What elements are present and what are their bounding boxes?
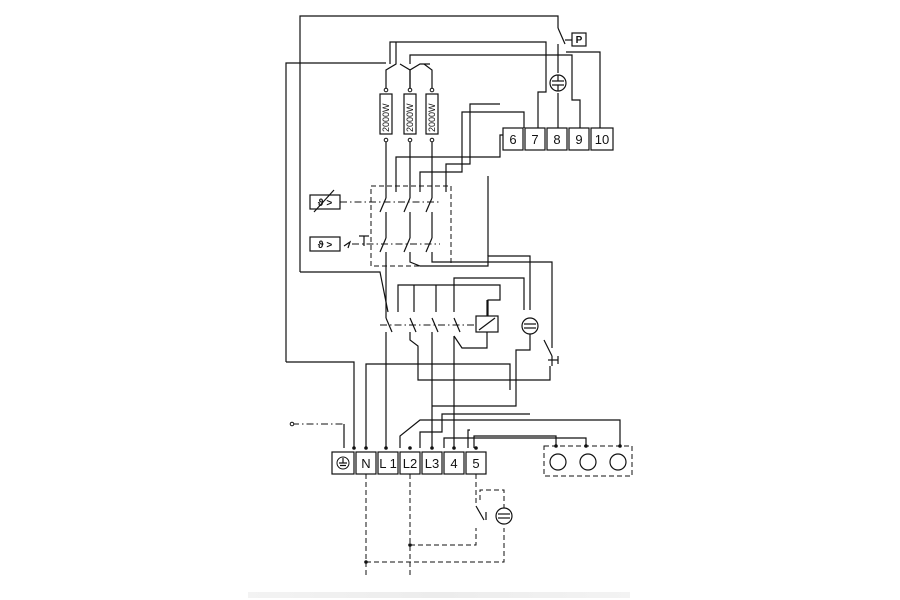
pressure-switch: P [571,32,587,47]
heater-top-wires [385,42,433,88]
thermostat: ϑ > [309,189,440,232]
main-terminal-4: 4 [450,456,457,471]
limiter-symbol: ϑ > [318,240,333,251]
heater-3-label: 2000W [427,103,437,132]
heater-bottom-wires [385,103,525,192]
thermostat-frame [370,185,452,267]
main-terminal-block: N L 1 L2 L3 4 5 [331,446,487,475]
external-wiring [364,474,513,578]
output-group [543,444,633,477]
heater-3: 2000W [425,87,439,143]
upper-terminal-10: 10 [595,132,609,147]
right-switch [543,339,559,366]
lower-wiring [286,361,621,448]
main-terminal-n: N [361,456,370,471]
earth-icon [336,456,350,470]
thermostat-symbol: ϑ > [318,198,333,209]
heater-2-label: 2000W [405,103,415,132]
upper-terminal-8: 8 [553,132,560,147]
heater-2: 2000W [403,87,417,143]
upper-terminal-7: 7 [531,132,538,147]
indicator-lamp-top [549,74,567,92]
heater-1: 2000W [379,87,393,143]
upper-terminal-6: 6 [509,132,516,147]
pressure-switch-label: P [576,35,583,46]
upper-terminal-block: 6 7 8 9 10 [502,127,614,151]
limiter: ϑ > [309,232,553,348]
main-terminal-l1: L 1 [379,456,397,471]
contactor [380,300,551,430]
main-terminal-l3: L3 [425,456,439,471]
footer-bar [248,592,630,598]
main-terminal-l2: L2 [403,456,417,471]
indicator-lamp-middle [432,317,539,407]
heater-1-label: 2000W [381,103,391,132]
middle-wiring [300,176,525,316]
top-wiring [285,15,601,362]
upper-terminal-9: 9 [575,132,582,147]
main-terminal-5: 5 [472,456,479,471]
